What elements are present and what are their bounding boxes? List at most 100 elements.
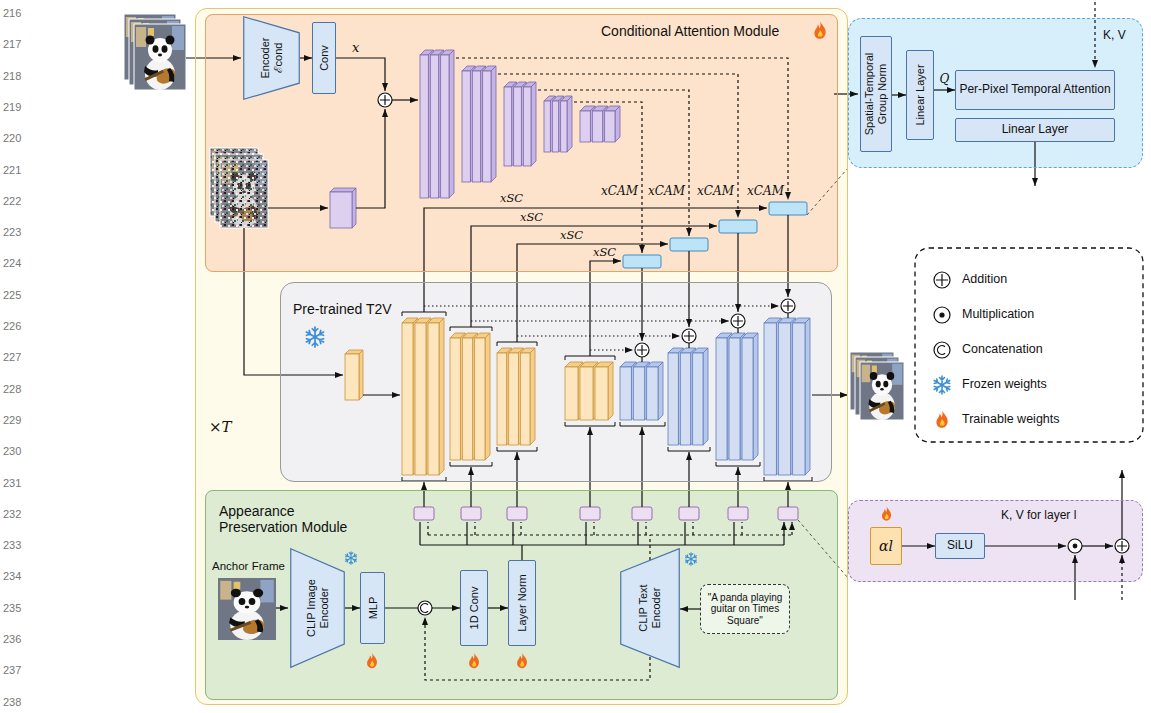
- layer-slab: [544, 101, 550, 152]
- text-holder: Spatial-Temporal Group Norm: [863, 40, 888, 148]
- dashed-wire: [574, 102, 642, 253]
- feature-label: xSC: [500, 191, 523, 205]
- label-holder: 224: [3, 257, 21, 270]
- wire: [517, 244, 668, 342]
- legend-text: Concatenation: [962, 342, 1043, 356]
- detail-callout: αl SiLU K, V for layer l: [848, 500, 1143, 582]
- wire: [423, 482, 424, 507]
- input-video: [124, 14, 186, 90]
- operator-symbol: [733, 316, 743, 326]
- loop-frame: EncoderℰcondConvConditional Attention Mo…: [195, 8, 848, 705]
- layer-slab: [647, 367, 658, 420]
- dotted-skip: [424, 306, 779, 350]
- layer-slab: [592, 111, 602, 142]
- node-text: SiLU: [947, 539, 973, 553]
- wire: [470, 467, 471, 507]
- layer-slab: [330, 188, 356, 228]
- text-holder: K, V for layer l: [1001, 509, 1076, 523]
- text-holder: 1D Conv: [468, 573, 481, 643]
- layer-slab: [561, 101, 567, 152]
- line-number: 230: [3, 445, 21, 457]
- layer-slab: [680, 353, 690, 445]
- label-holder: 225: [3, 289, 21, 302]
- dashed-wire: [1094, 2, 1095, 68]
- panel-fill: [848, 500, 1143, 582]
- feature-label: xCAM: [747, 184, 784, 198]
- legend-entry: Frozen weights: [962, 378, 1047, 391]
- dashed-wire: [425, 617, 650, 680]
- attention-block: [623, 202, 807, 268]
- operator-symbol: [940, 313, 944, 317]
- layer-slab: [530, 348, 535, 445]
- line-number: 228: [3, 383, 21, 395]
- linear-block: Linear Layer: [906, 50, 934, 140]
- layer-slab: [345, 354, 359, 400]
- layer-slab: [742, 338, 753, 460]
- label-holder: 227: [3, 351, 21, 364]
- icon: [685, 553, 698, 566]
- connector-arrow: [902, 545, 935, 546]
- layer-slab: [778, 323, 790, 475]
- label-holder: xSC: [520, 211, 543, 224]
- noisy-video: [210, 148, 268, 228]
- bracket: [565, 422, 615, 426]
- icon: [882, 506, 891, 520]
- wire: [787, 482, 788, 507]
- legend-text: Multiplication: [962, 307, 1034, 321]
- layer-slab: [633, 367, 644, 420]
- node-title: ×T: [209, 418, 232, 436]
- bracket: [764, 477, 812, 481]
- label-holder: xCAM: [697, 185, 734, 198]
- node-text: Per-Pixel Temporal Attention: [959, 83, 1110, 97]
- wire: [1121, 470, 1122, 539]
- legend-frame: [915, 248, 1143, 442]
- conv-block: 1D Conv: [460, 570, 488, 646]
- feature-label: xSC: [520, 210, 543, 224]
- activation-block: SiLU: [935, 533, 985, 559]
- line-number: 220: [3, 132, 21, 144]
- layer-slab: [439, 318, 444, 475]
- concat-symbol: [421, 604, 428, 613]
- line-number: 229: [3, 414, 21, 426]
- panel-fill: [280, 282, 832, 482]
- connector-arrow: [345, 607, 360, 608]
- operator-symbol: [731, 314, 745, 328]
- layer-slab: [703, 348, 708, 445]
- text-holder: Encoderℰcond: [259, 32, 284, 84]
- panel-fill: [848, 18, 1143, 168]
- dashed-wire: [428, 522, 792, 535]
- wire: [589, 427, 590, 507]
- scale-param: αl: [870, 527, 902, 565]
- feature-label: xSC: [560, 228, 583, 242]
- bracket: [620, 422, 665, 426]
- text-holder: MLP: [366, 575, 379, 641]
- bracket: [497, 447, 537, 451]
- line-number: 218: [3, 70, 21, 82]
- label-holder: 234: [3, 570, 21, 583]
- layer-slab: [615, 106, 620, 142]
- layer-slab: [330, 192, 352, 228]
- operator-symbol: [938, 346, 945, 355]
- layer-slab: [668, 353, 678, 445]
- dashed-wire: [498, 74, 738, 218]
- icon: [367, 653, 377, 668]
- concat-symbol: [418, 601, 432, 615]
- connector-arrow: [488, 607, 508, 608]
- edge-label-holder: Q: [938, 73, 952, 86]
- label-holder: xCAM: [648, 185, 685, 198]
- label-holder: 228: [3, 383, 21, 396]
- label-holder: 226: [3, 320, 21, 333]
- wire: [186, 58, 1122, 608]
- layer-slab: [428, 318, 444, 475]
- node-title: K, V for layer l: [1001, 508, 1076, 522]
- label-holder: x: [352, 41, 359, 54]
- line-number: 223: [3, 226, 21, 238]
- wire: [688, 452, 689, 507]
- operator-symbol: [682, 329, 696, 343]
- operator-symbol: [1068, 539, 1082, 553]
- mlp-block: MLP: [360, 572, 385, 644]
- text-holder: αl: [871, 528, 901, 564]
- layer-slab: [441, 55, 449, 198]
- operator-symbol: [936, 274, 948, 286]
- operator-symbol: [1073, 544, 1077, 548]
